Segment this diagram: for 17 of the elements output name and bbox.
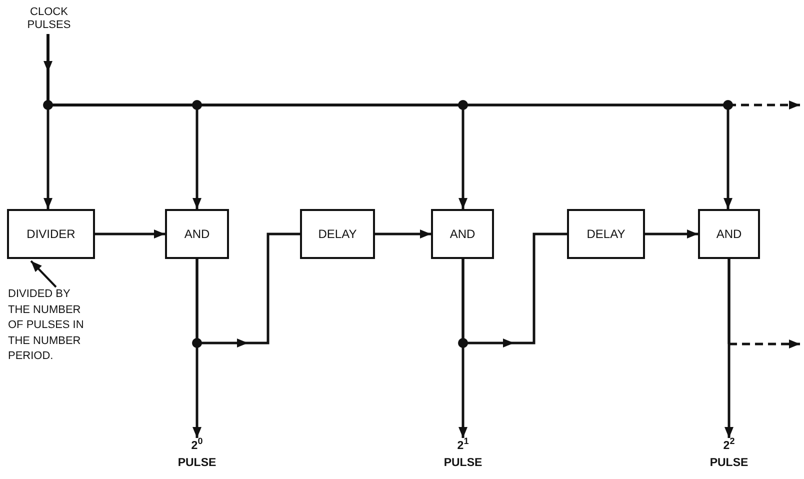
process-box [431,209,494,259]
box-label: DIVIDER [26,227,76,241]
box-label: DELAY [318,227,357,241]
input-label: CLOCK PULSES [14,6,84,34]
process-box [7,209,95,259]
box-label: AND [450,227,476,241]
output-label: 2$^{0}$ PULSE [172,438,222,474]
box-label: AND [184,227,210,241]
output-label: 2$^{1}$ PULSE [438,438,488,474]
process-box [165,209,229,259]
process-box [300,209,375,259]
box-label: DELAY [586,227,626,241]
annotation-text: DIVIDED BY THE NUMBER OF PULSES IN THE NUMBER PERIOD. [8,287,88,383]
process-box [567,209,645,259]
process-box [698,209,760,259]
output-label: 2$^{2}$ PULSE [704,438,754,474]
box-label: AND [716,227,742,241]
